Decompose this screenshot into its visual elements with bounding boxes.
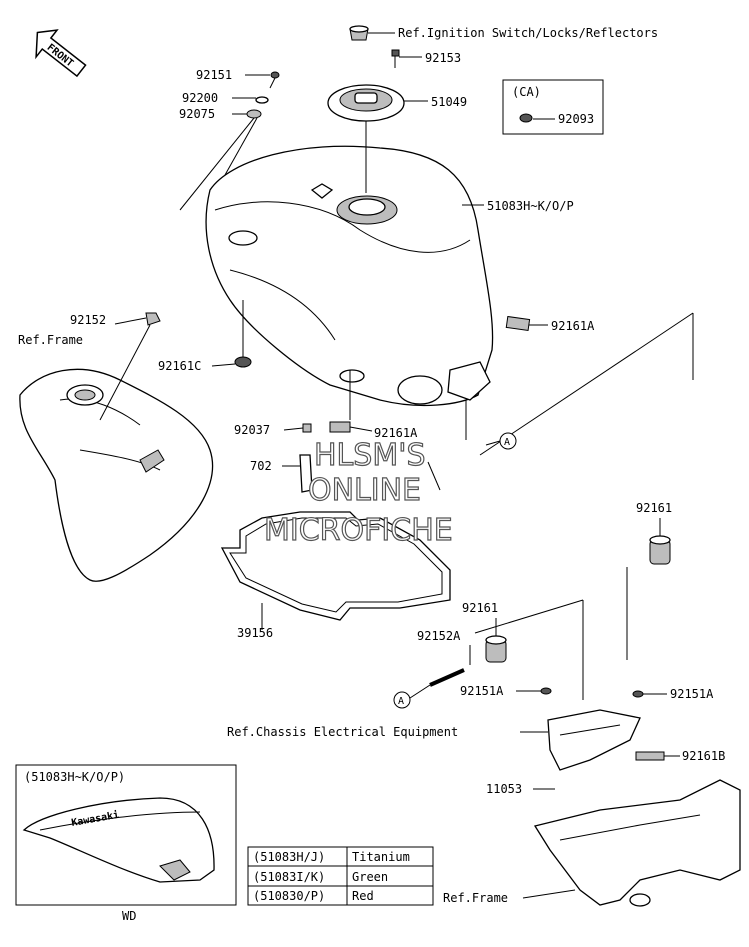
bolt-92151-part [269, 71, 280, 89]
leader-lines [99, 32, 694, 899]
tank-cap-51049-part [327, 84, 405, 122]
color-name-3: Red [352, 889, 374, 903]
label-ref-frame-bottom: Ref.Frame [443, 891, 508, 905]
ca-box [502, 79, 604, 135]
label-92151a-right: 92151A [670, 687, 714, 701]
label-702: 702 [250, 459, 272, 473]
ref-frame-bottom-part [533, 779, 741, 907]
label-92151a-left: 92151A [460, 684, 504, 698]
inset-box: Kawasaki [15, 764, 237, 906]
label-ref-chassis: Ref.Chassis Electrical Equipment [227, 725, 458, 739]
label-92075: 92075 [179, 107, 215, 121]
label-92161b: 92161B [682, 749, 725, 763]
watermark-line-2: ONLINE [308, 473, 421, 508]
pin-92152a-part [429, 668, 465, 687]
label-ca: (CA) [512, 85, 541, 99]
circle-a-low: A [398, 696, 404, 707]
damper-92075-part [246, 109, 262, 119]
grommet-92152-part [145, 312, 161, 326]
label-39156: 39156 [237, 626, 273, 640]
label-92161a-right: 92161A [551, 319, 595, 333]
bolt-92153-part [391, 49, 400, 68]
label-92151-top: 92151 [196, 68, 232, 82]
ignition-cover-part [349, 25, 369, 41]
label-ref-ignition: Ref.Ignition Switch/Locks/Reflectors [398, 26, 658, 40]
rubber-92161-right-part [649, 535, 671, 565]
bolt-702-part [427, 461, 441, 491]
label-inset-title: (51083H~K/O/P) [24, 770, 125, 784]
circle-a-mid-marker: A [499, 432, 517, 450]
fuel-tank-part [205, 145, 494, 407]
label-51049: 51049 [431, 95, 467, 109]
label-92152a: 92152A [417, 629, 461, 643]
ref-frame-left-part [19, 368, 214, 582]
clip-92037-part [302, 423, 312, 433]
color-name-2: Green [352, 870, 388, 884]
label-11053: 11053 [486, 782, 522, 796]
pad-92161b-part [635, 751, 665, 761]
label-92037: 92037 [234, 423, 270, 437]
rubber-92161c-part [234, 356, 252, 368]
label-92161c: 92161C [158, 359, 201, 373]
color-table [247, 846, 434, 906]
bolt-92151a-right-part [632, 690, 644, 698]
pad-39156-part [220, 511, 451, 621]
bolt-92151a-left-part [540, 687, 552, 695]
label-92200: 92200 [182, 91, 218, 105]
watermark-line-3: MICROFICHE [264, 513, 453, 548]
label-ref-frame-left: Ref.Frame [18, 333, 83, 347]
label-92093: 92093 [558, 112, 594, 126]
bracket-11053-part [547, 709, 641, 771]
circle-a-mid: A [504, 437, 510, 448]
label-92153: 92153 [425, 51, 461, 65]
label-51083hkop: 51083H~K/O/P [487, 199, 574, 213]
decal-702-part [299, 454, 313, 493]
pad-92161a-mid-part [329, 421, 351, 433]
washer-92200-part [255, 96, 269, 104]
rubber-92161-mid-part [485, 635, 507, 663]
front-arrow-icon: FRONT [35, 29, 87, 78]
label-92161a-mid: 92161A [374, 426, 418, 440]
label-92161-right: 92161 [636, 501, 672, 515]
watermark-line-1: HLSM'S [314, 438, 426, 473]
label-92152: 92152 [70, 313, 106, 327]
color-name-1: Titanium [352, 850, 410, 864]
label-92161-mid: 92161 [462, 601, 498, 615]
color-code-2: (51083I/K) [253, 870, 325, 884]
label-wd: WD [122, 909, 136, 923]
circle-a-low-marker: A [393, 691, 411, 709]
color-code-3: (510830/P) [253, 889, 325, 903]
pad-92161a-right-part [505, 315, 531, 332]
color-code-1: (51083H/J) [253, 850, 325, 864]
